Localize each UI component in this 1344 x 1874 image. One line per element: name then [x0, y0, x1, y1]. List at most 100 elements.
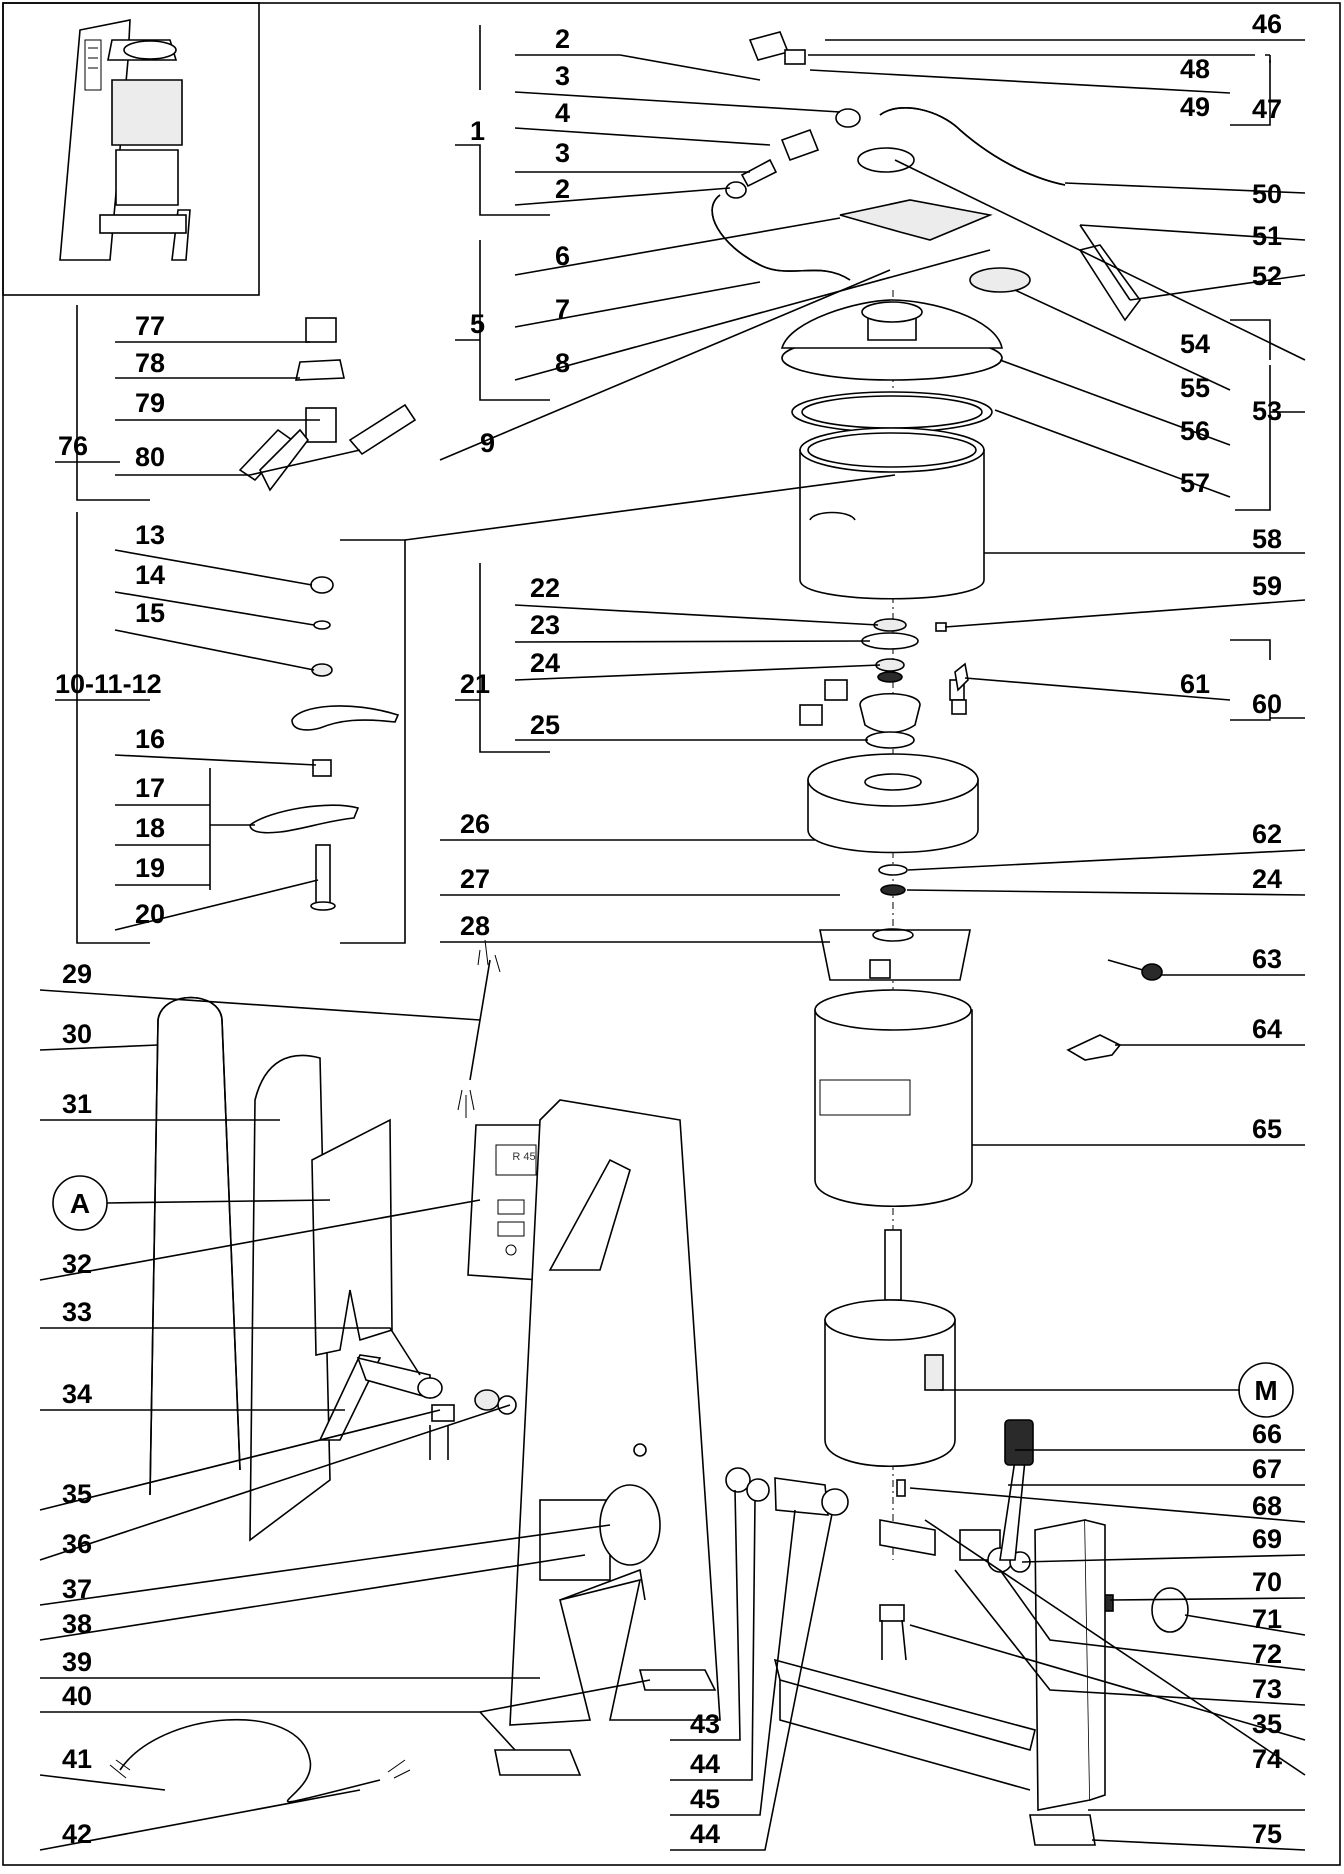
label-63: 63 — [1252, 944, 1282, 974]
label-14: 14 — [135, 560, 165, 590]
callout-m: M — [1238, 1362, 1294, 1418]
label-35-second: 35 — [1252, 1709, 1282, 1739]
bowl — [799, 427, 985, 600]
power-cord — [109, 1718, 411, 1803]
label-4: 4 — [555, 98, 570, 128]
label-31: 31 — [62, 1089, 92, 1119]
label-45: 45 — [690, 1784, 720, 1814]
drive-parts — [799, 618, 965, 749]
label-3: 3 — [555, 61, 570, 91]
label-7: 7 — [555, 294, 570, 324]
callout-a: A — [52, 1175, 108, 1231]
label-75: 75 — [1252, 1819, 1282, 1849]
label-37: 37 — [62, 1574, 92, 1604]
bracket-clip — [1066, 1034, 1122, 1061]
label-17: 17 — [135, 773, 165, 803]
label-21: 21 — [460, 669, 490, 699]
label-34: 34 — [62, 1379, 92, 1409]
bearing-and-nut — [878, 864, 908, 896]
label-13: 13 — [135, 520, 165, 550]
label-43: 43 — [690, 1709, 720, 1739]
label-18: 18 — [135, 813, 165, 843]
label-1: 1 — [470, 116, 485, 146]
label-56: 56 — [1180, 416, 1210, 446]
label-60: 60 — [1252, 689, 1282, 719]
label-55: 55 — [1180, 373, 1210, 403]
label-44: 44 — [690, 1749, 720, 1779]
label-38: 38 — [62, 1609, 92, 1639]
label-30: 30 — [62, 1019, 92, 1049]
label-19: 19 — [135, 853, 165, 883]
right-column — [1029, 1519, 1106, 1846]
label-24: 24 — [530, 648, 560, 678]
shield-plate — [839, 199, 993, 241]
label-46: 46 — [1252, 9, 1282, 39]
label-53: 53 — [1252, 396, 1282, 426]
label-58: 58 — [1252, 524, 1282, 554]
bolt-set — [429, 1404, 455, 1460]
label-39: 39 — [62, 1647, 92, 1677]
label-8: 8 — [555, 348, 570, 378]
label-22: 22 — [530, 573, 560, 603]
label-61: 61 — [1180, 669, 1210, 699]
label-40: 40 — [62, 1681, 92, 1711]
crank-arm — [318, 1354, 517, 1441]
label-42: 42 — [62, 1819, 92, 1849]
label-67: 67 — [1252, 1454, 1282, 1484]
label-23: 23 — [530, 610, 560, 640]
label-64: 64 — [1252, 1014, 1282, 1044]
label-79: 79 — [135, 388, 165, 418]
label-74: 74 — [1252, 1744, 1282, 1774]
tilt-handle — [999, 1419, 1034, 1561]
label-77: 77 — [135, 311, 165, 341]
label-28: 28 — [460, 911, 490, 941]
label-26: 26 — [460, 809, 490, 839]
label-65: 65 — [1252, 1114, 1282, 1144]
leader-lines — [39, 25, 1306, 1851]
label-71: 71 — [1252, 1604, 1282, 1634]
label-68: 68 — [1252, 1491, 1282, 1521]
label-49: 49 — [1180, 92, 1210, 122]
label-35: 35 — [62, 1479, 92, 1509]
label-29: 29 — [62, 959, 92, 989]
label-52: 52 — [1252, 261, 1282, 291]
loose-cable — [457, 939, 501, 1118]
label-2-second: 2 — [555, 174, 570, 204]
motor-housing-cylinder — [814, 989, 973, 1208]
side-tool — [1107, 959, 1163, 981]
bowl-cover-plate — [969, 267, 1031, 293]
label-59: 59 — [1252, 571, 1282, 601]
label-16: 16 — [135, 724, 165, 754]
control-panel-display: R 45 — [512, 1151, 535, 1163]
label-3-second: 3 — [555, 138, 570, 168]
callout-m-letter: M — [1254, 1375, 1277, 1406]
label-62: 62 — [1252, 819, 1282, 849]
label-54: 54 — [1180, 329, 1210, 359]
label-51: 51 — [1252, 221, 1282, 251]
label-44-second: 44 — [690, 1819, 720, 1849]
label-47: 47 — [1252, 94, 1282, 124]
label-41: 41 — [62, 1744, 92, 1774]
part-labels: 2 3 1 4 3 2 6 5 7 8 9 77 78 79 76 80 13 … — [55, 9, 1282, 1849]
label-2: 2 — [555, 24, 570, 54]
left-foot — [494, 1669, 717, 1776]
label-5: 5 — [470, 309, 485, 339]
base-crossbar — [773, 1658, 1036, 1791]
small-clip — [935, 622, 969, 715]
label-36: 36 — [62, 1529, 92, 1559]
label-72: 72 — [1252, 1639, 1282, 1669]
label-6: 6 — [555, 241, 570, 271]
callout-a-letter: A — [70, 1188, 90, 1219]
axle-bolt-set — [879, 1604, 907, 1661]
motor — [824, 1229, 956, 1467]
label-73: 73 — [1252, 1674, 1282, 1704]
label-70: 70 — [1252, 1567, 1282, 1597]
label-20: 20 — [135, 899, 165, 929]
label-48: 48 — [1180, 54, 1210, 84]
label-25: 25 — [530, 710, 560, 740]
label-76: 76 — [58, 431, 88, 461]
label-15: 15 — [135, 598, 165, 628]
